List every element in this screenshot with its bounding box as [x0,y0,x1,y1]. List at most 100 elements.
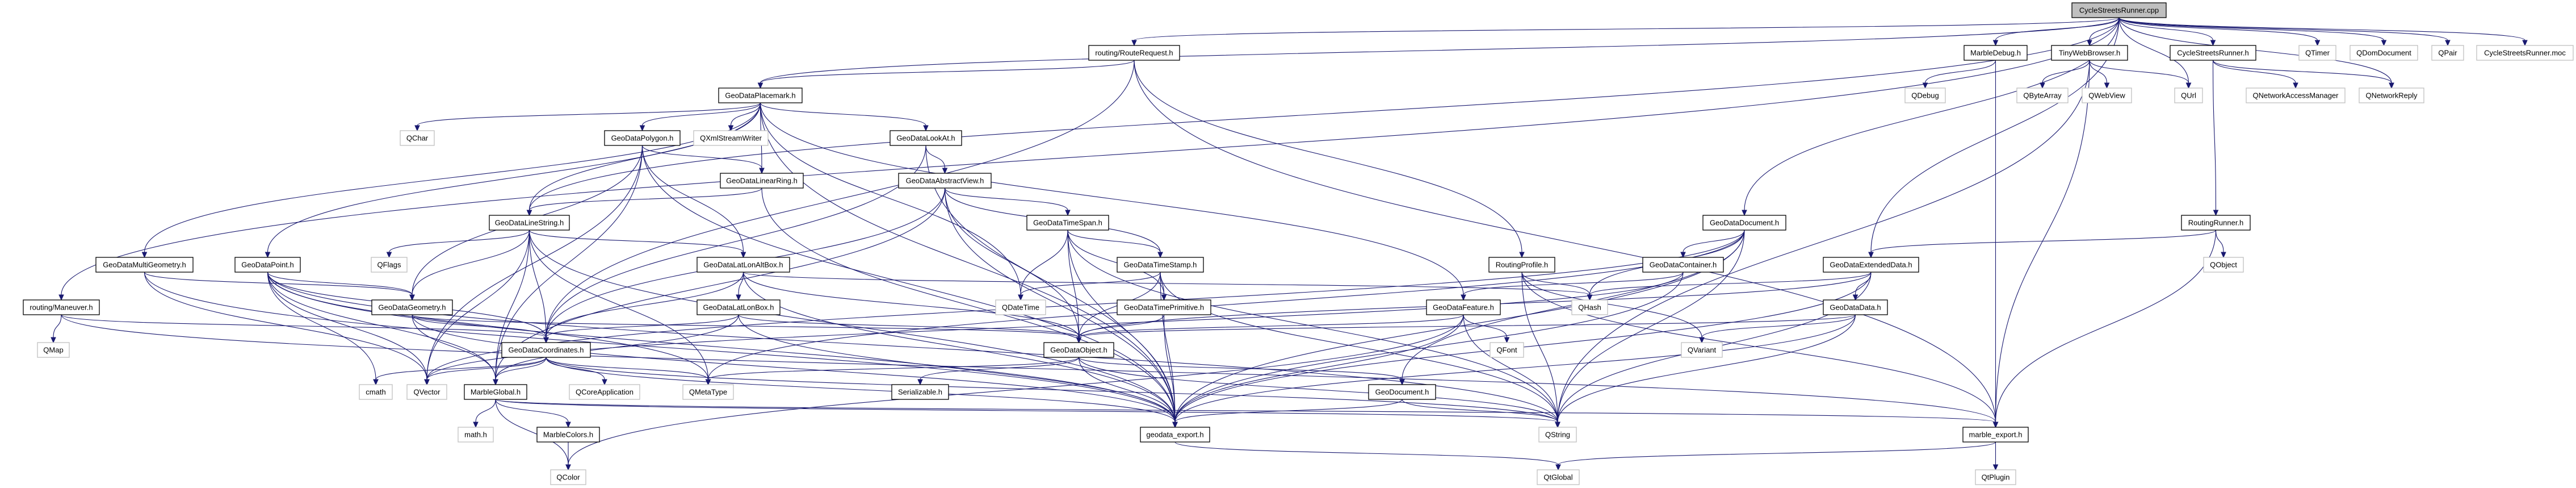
node-qdebug[interactable]: QDebug [1904,87,1946,103]
arrowhead-icon [923,125,929,132]
node-label: math.h [464,431,487,439]
node-label: GeoDataPoint.h [241,261,294,269]
node-geodocument[interactable]: GeoDocument.h [1368,384,1436,400]
edge-linestring-to-geodataexport [528,230,1176,423]
node-mathh[interactable]: math.h [458,427,494,443]
edge-data-to-qstring [1557,314,1856,423]
node-box [464,384,527,400]
node-geodataexport[interactable]: geodata_export.h [1140,427,1210,443]
node-qfont[interactable]: QFont [1490,342,1524,358]
node-qnam[interactable]: QNetworkAccessManager [2246,87,2346,103]
edge-timespan-to-object [1067,230,1080,338]
arrowhead-icon [543,337,549,344]
node-csrh[interactable]: CycleStreetsRunner.h [2170,45,2256,61]
edge-abstractview-to-object [944,187,1080,338]
node-linestring[interactable]: GeoDataLineString.h [489,215,570,231]
node-geometry[interactable]: GeoDataGeometry.h [371,299,453,315]
edge-csrh-to-qnreply [2212,60,2392,84]
edge-point-to-qvector [267,272,427,380]
node-routingrunner[interactable]: RoutingRunner.h [2181,215,2251,231]
node-qtplugin[interactable]: QtPlugin [1975,469,2016,485]
node-qpair[interactable]: QPair [2431,45,2464,61]
node-label: GeoDataGeometry.h [379,303,446,312]
edge-routereq-to-placemark [760,60,1135,84]
node-latlonbox[interactable]: GeoDataLatLonBox.h [697,299,781,315]
node-polygon[interactable]: GeoDataPolygon.h [604,130,681,146]
node-cmath[interactable]: cmath [359,384,393,400]
edge-multigeom-to-geodataexport [144,272,1176,423]
node-coordinates[interactable]: GeoDataCoordinates.h [501,342,591,358]
node-qdatetime[interactable]: QDateTime [995,299,1046,315]
edge-routereq-to-coordinates [546,60,1135,338]
node-qhash[interactable]: QHash [1571,299,1608,315]
node-document[interactable]: GeoDataDocument.h [1702,215,1786,231]
edge-placemark-to-feature [760,102,1464,295]
edge-tinyweb-to-qwebview [2089,60,2108,84]
node-placemark[interactable]: GeoDataPlacemark.h [718,87,803,103]
node-marblecolors[interactable]: MarbleColors.h [536,427,600,443]
node-box [1117,257,1204,273]
node-lookat[interactable]: GeoDataLookAt.h [890,130,962,146]
node-abstractview[interactable]: GeoDataAbstractView.h [898,173,992,189]
edge-routingprofile-to-marbleexport [1521,272,1996,423]
node-qwebview[interactable]: QWebView [2082,87,2132,103]
node-feature[interactable]: GeoDataFeature.h [1426,299,1501,315]
node-qxml[interactable]: QXmlStreamWriter [693,130,769,146]
node-marbleglobal[interactable]: MarbleGlobal.h [464,384,527,400]
node-box [890,130,962,146]
node-label: GeoDataTimePrimitive.h [1124,303,1204,312]
node-qmap[interactable]: QMap [37,342,70,358]
node-label: TinyWebBrowser.h [2059,49,2120,57]
node-qobject[interactable]: QObject [2203,257,2244,273]
node-routingprofile[interactable]: RoutingProfile.h [1488,257,1555,273]
node-extendeddata[interactable]: GeoDataExtendedData.h [1823,257,1919,273]
node-maneuver[interactable]: routing/Maneuver.h [23,299,100,315]
node-qcolor[interactable]: QColor [550,469,586,485]
node-marbleexport[interactable]: marble_export.h [1962,427,2029,443]
node-box [2071,2,2167,18]
node-qstring[interactable]: QString [1538,427,1577,443]
arrowhead-icon [1992,422,1999,428]
node-box [37,342,70,358]
node-timespan[interactable]: GeoDataTimeSpan.h [1026,215,1109,231]
node-qvector[interactable]: QVector [406,384,447,400]
node-box [2170,45,2256,61]
node-qchar[interactable]: QChar [400,130,435,146]
node-container[interactable]: GeoDataContainer.h [1642,257,1724,273]
node-point[interactable]: GeoDataPoint.h [234,257,301,273]
node-cpp[interactable]: CycleStreetsRunner.cpp [2071,2,2167,18]
node-qmetatype[interactable]: QMetaType [682,384,734,400]
node-serializable[interactable]: Serializable.h [891,384,949,400]
node-tinyweb[interactable]: TinyWebBrowser.h [2051,45,2128,61]
node-label: cmath [366,388,385,397]
node-multigeom[interactable]: GeoDataMultiGeometry.h [95,257,194,273]
node-qcoreapp[interactable]: QCoreApplication [569,384,640,400]
node-marbledebug[interactable]: MarbleDebug.h [1964,45,2028,61]
node-linearring[interactable]: GeoDataLinearRing.h [720,173,804,189]
node-timestamp[interactable]: GeoDataTimeStamp.h [1117,257,1204,273]
node-data[interactable]: GeoDataData.h [1823,299,1888,315]
edge-placemark-to-qxml [730,102,761,126]
node-box [1537,469,1580,485]
node-routereq[interactable]: routing/RouteRequest.h [1088,45,1180,61]
node-label: GeoDataTimeSpan.h [1033,219,1102,227]
edge-coordinates-to-qcoreapp [546,357,605,380]
edge-marbleexport-to-qtglobal [1558,441,1996,465]
node-qnreply[interactable]: QNetworkReply [2359,87,2424,103]
edge-polygon-to-qvector [426,145,643,380]
node-object[interactable]: GeoDataObject.h [1043,342,1114,358]
node-box [1681,342,1723,358]
node-qbytearray[interactable]: QByteArray [2016,87,2069,103]
node-qtimer[interactable]: QTimer [2298,45,2336,61]
node-qdom[interactable]: QDomDocument [2350,45,2418,61]
node-qflags[interactable]: QFlags [371,257,408,273]
node-box [1140,427,1210,443]
node-qvariant[interactable]: QVariant [1681,342,1723,358]
arrowhead-icon [1922,82,1928,89]
node-qtglobal[interactable]: QtGlobal [1537,469,1580,485]
node-timeprimitive[interactable]: GeoDataTimePrimitive.h [1117,299,1211,315]
node-label: routing/RouteRequest.h [1095,49,1173,57]
node-moc[interactable]: CycleStreetsRunner.moc [2476,45,2574,61]
node-latlonaltbox[interactable]: GeoDataLatLonAltBox.h [697,257,790,273]
node-qurl[interactable]: QUrl [2174,87,2203,103]
